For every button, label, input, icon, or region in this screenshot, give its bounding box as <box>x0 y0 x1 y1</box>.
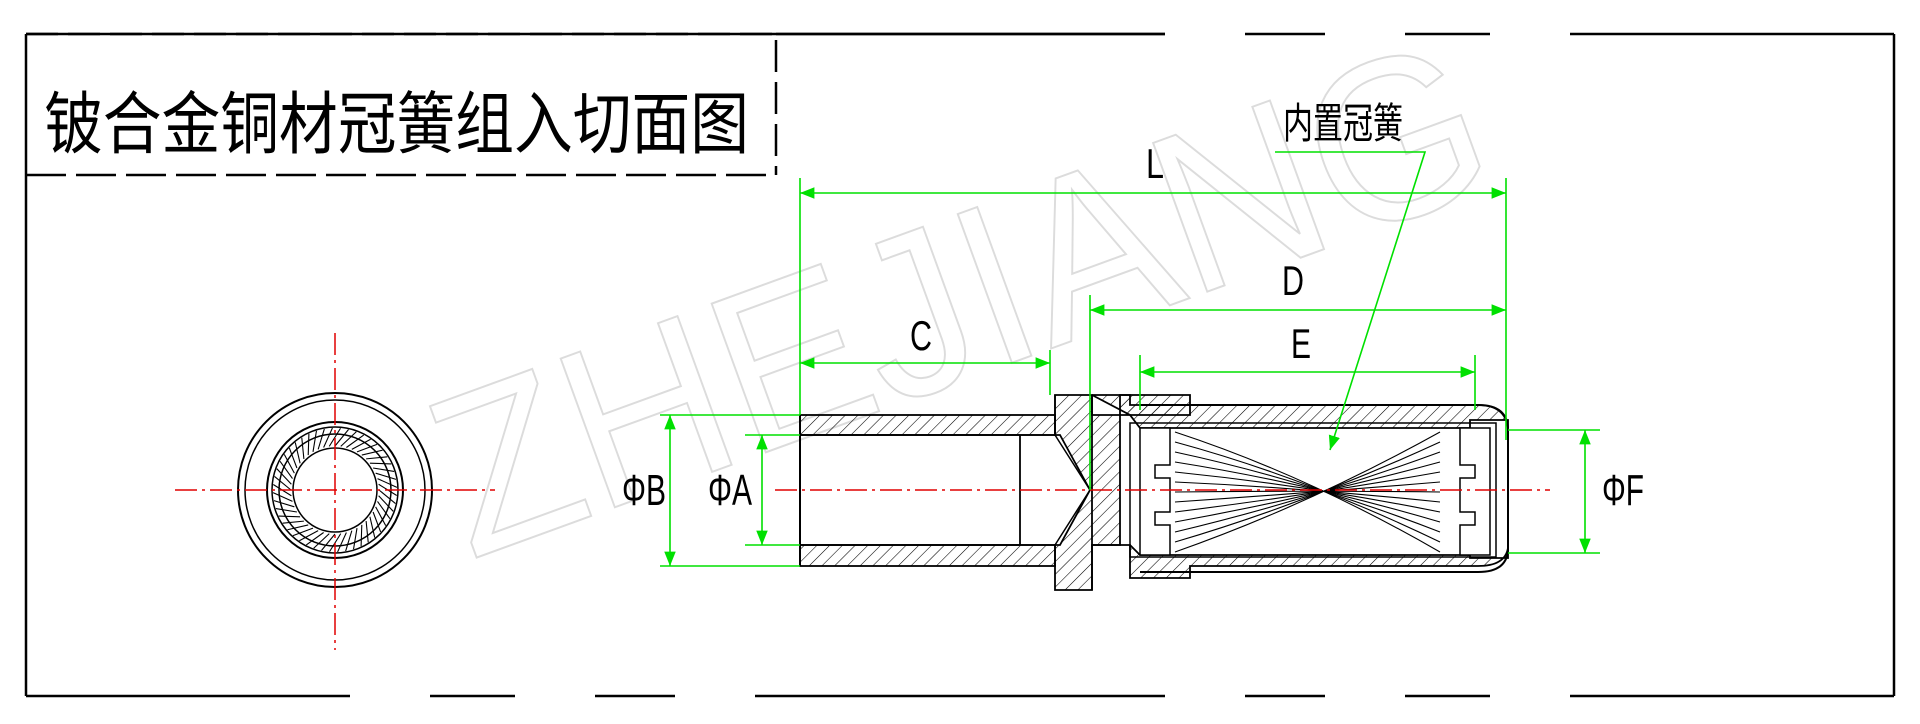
label-E: E <box>1291 320 1311 367</box>
section-view <box>799 394 1509 591</box>
label-C: C <box>910 312 932 359</box>
title-block: 铍合金铜材冠簧组入切面图 <box>26 32 778 177</box>
label-phiB: ΦB <box>622 466 666 515</box>
dimensions <box>660 151 1600 567</box>
dimension-labels: L D C E ΦB ΦA ΦF 内置冠簧 <box>622 99 1644 515</box>
label-phiF: ΦF <box>1602 466 1644 515</box>
callout-leader <box>1275 151 1427 451</box>
label-D: D <box>1282 257 1304 304</box>
center-lines <box>175 333 1550 650</box>
callout-label: 内置冠簧 <box>1283 99 1403 148</box>
drawing-frame <box>24 32 1896 698</box>
label-L: L <box>1146 140 1164 187</box>
label-phiA: ΦA <box>708 466 752 515</box>
drawing-title: 铍合金铜材冠簧组入切面图 <box>44 86 749 165</box>
